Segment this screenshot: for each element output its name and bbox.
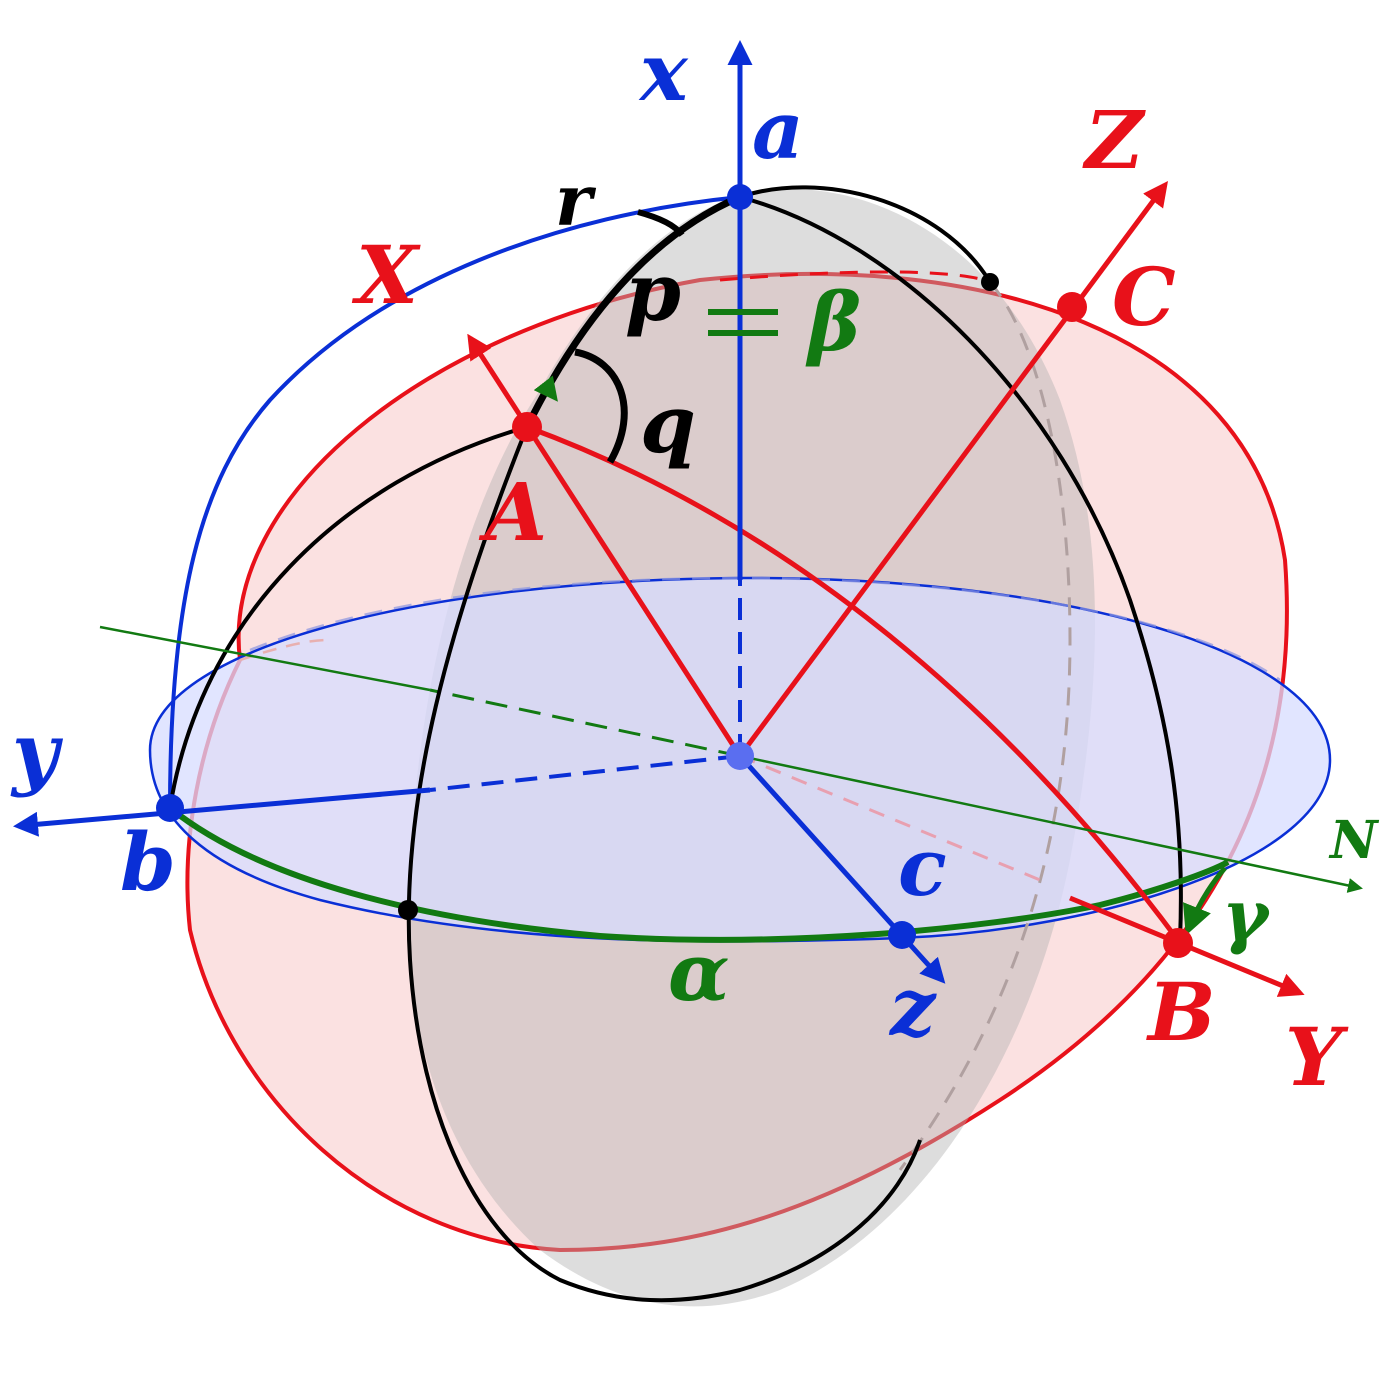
point-C <box>1057 292 1087 322</box>
arc-b-A <box>168 425 528 809</box>
arc-a-B <box>739 195 1183 941</box>
label-alpha: α <box>668 925 730 1019</box>
label-X: X <box>351 228 421 322</box>
equator-arc-alpha <box>168 805 1230 943</box>
Z-axis <box>737 180 1168 758</box>
point-a <box>727 184 753 210</box>
label-p: p <box>625 245 681 339</box>
arc-A-bottom <box>406 426 922 1303</box>
gamma-arrow <box>1182 866 1227 936</box>
label-c: c <box>898 820 947 914</box>
label-a: a <box>752 83 804 177</box>
meridian-arc-a-b <box>168 195 741 809</box>
node-line-N-front <box>739 754 1363 893</box>
equator-hidden-arc <box>249 576 1281 682</box>
point-node-front <box>398 900 418 920</box>
angle-arc-q <box>574 348 628 464</box>
arc-A-B <box>526 424 1183 945</box>
label-y: y <box>10 705 64 799</box>
node-line-hidden <box>429 688 741 758</box>
point-A <box>512 412 542 442</box>
node-plane-hidden-arc <box>898 281 1072 1171</box>
beta-small-arrow <box>533 375 558 402</box>
label-b: b <box>120 815 176 909</box>
label-N: N <box>1328 810 1380 871</box>
label-r: r <box>555 159 597 242</box>
label-Y: Y <box>1285 1010 1349 1104</box>
point-B <box>1163 928 1193 958</box>
point-origin <box>726 742 754 770</box>
label-z: z <box>888 960 937 1054</box>
label-A: A <box>478 465 547 559</box>
xy-hidden-arc <box>719 270 991 284</box>
point-node-back <box>981 273 999 291</box>
label-x: x <box>638 25 689 119</box>
y-axis <box>13 787 431 837</box>
arc-a-grey-top <box>739 185 992 284</box>
label-B: B <box>1146 965 1216 1059</box>
angle-arc-r <box>637 209 685 237</box>
y-axis-hidden <box>429 754 741 792</box>
label-C: C <box>1112 250 1176 344</box>
point-c <box>888 921 916 949</box>
label-q: q <box>640 377 696 471</box>
X-axis <box>467 333 743 758</box>
label-beta: β <box>805 275 861 369</box>
point-b <box>156 794 184 822</box>
label-gamma: γ <box>1222 874 1271 957</box>
node-line-N <box>99 625 431 692</box>
label-Z: Z <box>1082 93 1146 187</box>
